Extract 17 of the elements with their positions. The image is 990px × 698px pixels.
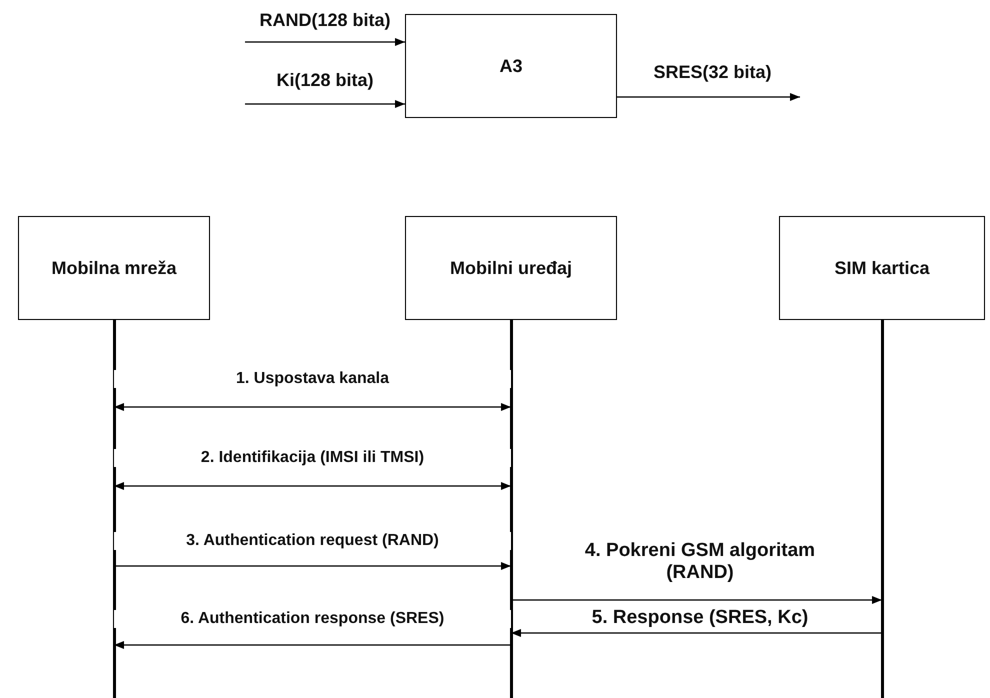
edge-label: 6. Authentication response (SRES) (114, 610, 511, 628)
arrow (245, 100, 405, 108)
algorithm-box: A3 (405, 14, 617, 118)
arrow (511, 596, 882, 604)
lifeline-header-box: Mobilni uređaj (405, 216, 617, 320)
edge-label: 1. Uspostava kanala (114, 370, 511, 388)
arrow (511, 629, 882, 637)
arrow (114, 562, 511, 570)
edge-label: 2. Identifikacija (IMSI ili TMSI) (114, 449, 511, 467)
arrow (617, 93, 800, 101)
lifeline-header-box: Mobilna mreža (18, 216, 210, 320)
arrow (114, 403, 511, 411)
arrow (245, 38, 405, 46)
edge-label: 3. Authentication request (RAND) (114, 532, 511, 550)
lifeline-header-box: SIM kartica (779, 216, 985, 320)
arrow (114, 482, 511, 490)
arrow (114, 641, 511, 649)
